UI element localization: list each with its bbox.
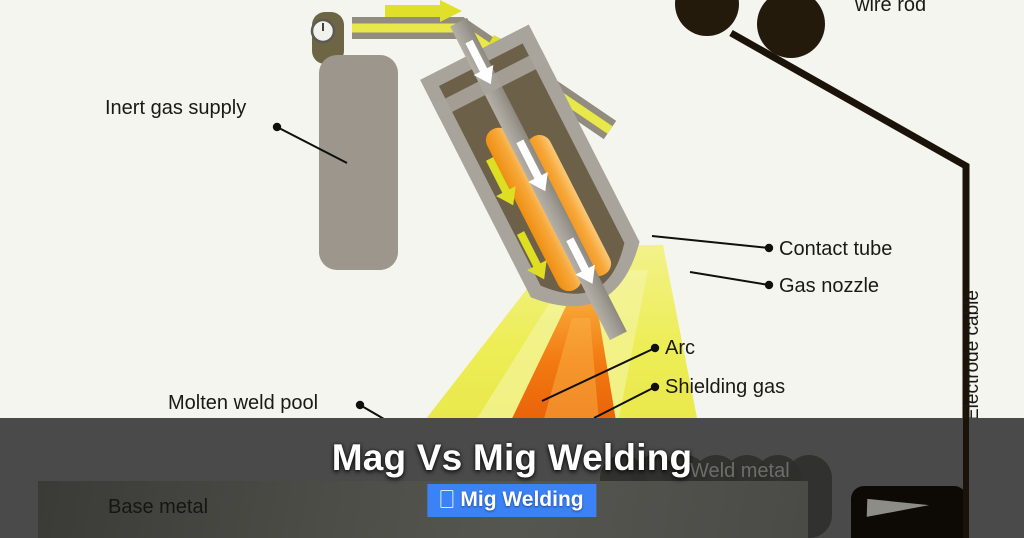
- wire-rod-spools: [675, 0, 825, 58]
- missing-glyph-box-icon: [440, 490, 454, 508]
- shield-gas-arrows: [486, 157, 547, 280]
- label-molten-weld-pool: Molten weld pool: [168, 392, 319, 414]
- pressure-gauge-icon: [310, 18, 336, 44]
- electrode-cable: [729, 29, 970, 538]
- gauge-needle-icon: [866, 498, 930, 520]
- welding-machine-gauge: [851, 486, 967, 538]
- label-wire-rod: wire rod: [855, 0, 927, 16]
- label-electrode-cable: Electrode cable: [962, 290, 983, 421]
- electrode-cable-lower: [963, 418, 969, 538]
- label-gas-nozzle: Gas nozzle: [779, 275, 880, 297]
- mig-welding-badge[interactable]: Mig Welding: [427, 484, 597, 517]
- label-arc: Arc: [665, 337, 695, 359]
- mig-welding-badge-label: Mig Welding: [460, 488, 584, 511]
- wire-feed-arrows: [465, 39, 596, 284]
- gas-cylinder: [312, 12, 398, 270]
- label-contact-tube: Contact tube: [779, 238, 893, 260]
- leader-dots: [272, 122, 774, 410]
- label-inert-gas-supply: Inert gas supply: [105, 97, 247, 119]
- label-base-metal: Base metal: [108, 496, 209, 518]
- page-title: Mag Vs Mig Welding: [331, 437, 693, 478]
- label-weld-metal: Weld metal: [690, 460, 790, 482]
- arc-plume: [505, 300, 618, 433]
- base-metal-plate: [38, 481, 808, 538]
- label-shielding-gas: Shielding gas: [665, 376, 786, 398]
- welding-torch: [420, 17, 640, 341]
